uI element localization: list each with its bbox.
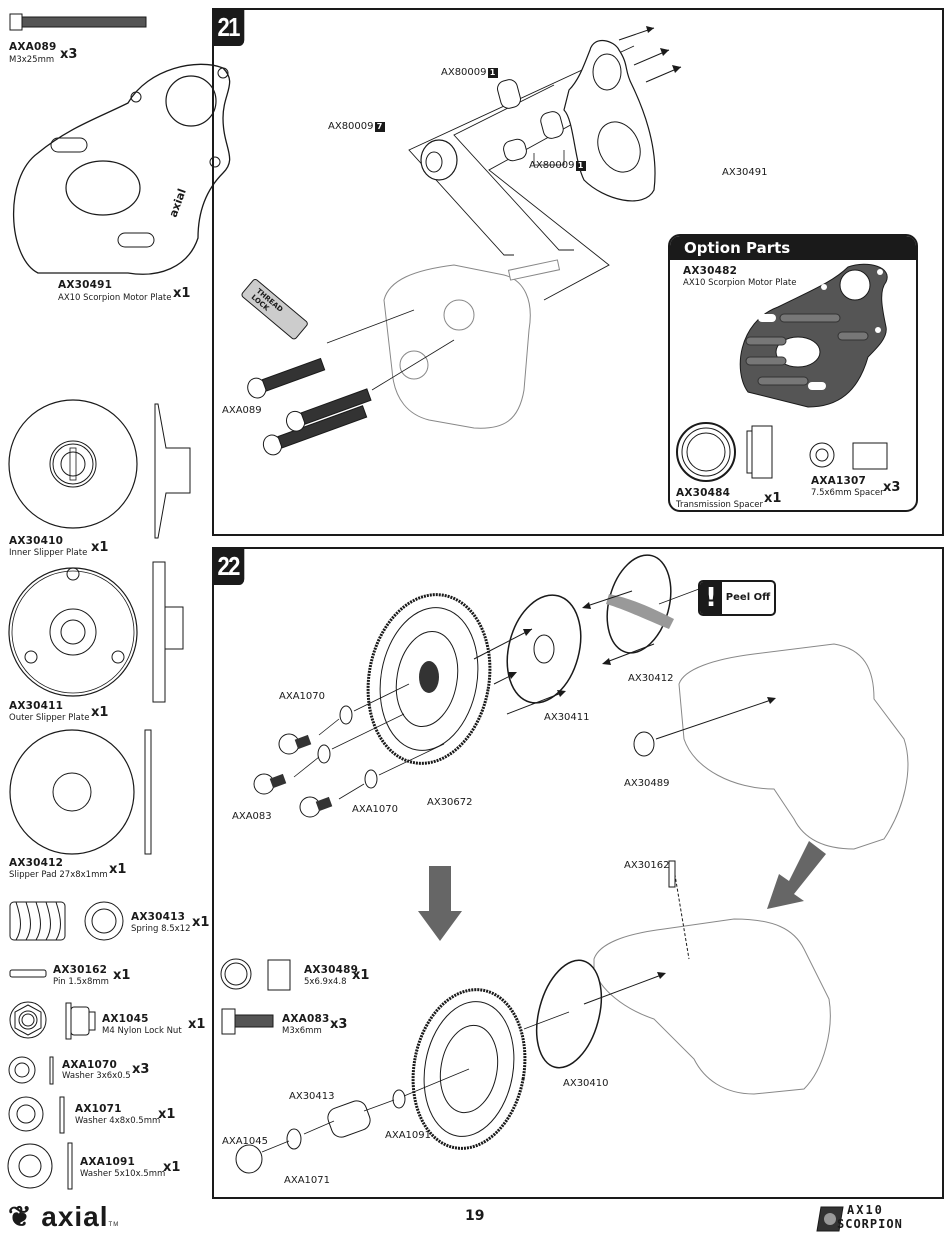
part-number: AX30162 bbox=[53, 964, 108, 976]
callout-inner-slipper-plate: AX30410 bbox=[563, 1078, 609, 1089]
part-qty: x1 bbox=[113, 968, 131, 983]
motor-plate-icon: axial bbox=[12, 63, 231, 275]
part-desc: M4 Nylon Lock Nut bbox=[102, 1026, 182, 1036]
washer-icon bbox=[7, 1142, 73, 1190]
callout-nut: AXA1045 bbox=[222, 1136, 268, 1147]
callout-outer-slipper-plate: AX30411 bbox=[544, 712, 590, 723]
part-number: AXA089 bbox=[9, 41, 57, 53]
part-desc: Outer Slipper Plate bbox=[9, 713, 90, 723]
ax10-scorpion-logo: AX10 SCORPION bbox=[815, 1203, 943, 1235]
callout-motor-plate: AX30491 bbox=[722, 167, 768, 178]
option-part-number: AXA1307 bbox=[811, 475, 866, 487]
washer-icon bbox=[8, 1056, 54, 1085]
alloy-motor-plate-icon bbox=[739, 263, 888, 408]
callout-spacer: AX30489 bbox=[624, 778, 670, 789]
part-qty: x1 bbox=[173, 286, 191, 301]
lock-nut-icon bbox=[9, 1001, 96, 1040]
part-qty: x1 bbox=[188, 1017, 206, 1032]
cap-screw-long-icon bbox=[9, 13, 147, 31]
spring-icon bbox=[9, 901, 124, 941]
callout-pin: AX30162 bbox=[624, 860, 670, 871]
part-number: AXA1091 bbox=[80, 1156, 135, 1168]
part-number: AXA083 bbox=[282, 1013, 330, 1025]
part-qty: x3 bbox=[60, 47, 78, 62]
part-qty: x1 bbox=[192, 915, 210, 930]
step-number: 21 bbox=[212, 8, 245, 46]
outer-slipper-plate-icon bbox=[8, 561, 184, 703]
part-number: AX30413 bbox=[131, 911, 186, 923]
part-desc: AX10 Scorpion Motor Plate bbox=[58, 293, 172, 303]
callout-washer: AXA1071 bbox=[284, 1175, 330, 1186]
callout-screws: AXA083 bbox=[232, 811, 272, 822]
option-part-number: AX30484 bbox=[676, 487, 731, 499]
peel-off-notice: ! Peel Off bbox=[698, 580, 776, 616]
part-desc: Washer 5x10x.5mm bbox=[80, 1169, 166, 1179]
slipper-pad-icon bbox=[9, 729, 152, 855]
axial-logo: ❦ axialTM bbox=[8, 1201, 120, 1232]
step-21-panel: 21 bbox=[212, 8, 944, 536]
part-desc: Spring 8.5x12 bbox=[131, 924, 191, 934]
callout-washer: AXA1070 bbox=[279, 691, 325, 702]
part-desc: Slipper Pad 27x8x1mm bbox=[9, 870, 108, 880]
washer-icon bbox=[8, 1096, 65, 1134]
option-part-qty: x3 bbox=[883, 480, 901, 495]
spacer-icon bbox=[220, 958, 291, 991]
part-number: AX30489 bbox=[304, 964, 359, 976]
part-desc: Washer 4x8x0.5mm bbox=[75, 1116, 161, 1126]
part-number: AX30491 bbox=[58, 279, 113, 291]
peel-off-label: Peel Off bbox=[725, 592, 771, 603]
part-desc: Pin 1.5x8mm bbox=[53, 977, 109, 987]
callout-spur-gear: AX30672 bbox=[427, 797, 473, 808]
part-qty: x1 bbox=[158, 1107, 176, 1122]
option-part-qty: x1 bbox=[764, 491, 782, 506]
part-number: AXA1070 bbox=[62, 1059, 117, 1071]
part-qty: x1 bbox=[91, 540, 109, 555]
option-part-desc: 7.5x6mm Spacer bbox=[811, 488, 884, 498]
part-number: AX30410 bbox=[9, 535, 64, 547]
part-number: AX30411 bbox=[9, 700, 64, 712]
spacer-7-5x6-icon bbox=[809, 442, 888, 470]
transmission-spacer-icon bbox=[676, 422, 773, 482]
step-number: 22 bbox=[212, 547, 245, 585]
part-number: AX1071 bbox=[75, 1103, 122, 1115]
part-qty: x1 bbox=[109, 862, 127, 877]
exclamation-icon: ! bbox=[700, 582, 722, 614]
callout-spring: AX30413 bbox=[289, 1091, 335, 1102]
part-desc: 5x6.9x4.8 bbox=[304, 977, 347, 987]
page-number: 19 bbox=[465, 1208, 485, 1224]
part-qty: x3 bbox=[132, 1062, 150, 1077]
callout-washer: AXA1091 bbox=[385, 1130, 431, 1141]
option-part-desc: Transmission Spacer bbox=[676, 500, 764, 510]
callout-slipper-pad: AX30412 bbox=[628, 673, 674, 684]
step22-exploded-diagram bbox=[235, 554, 909, 1174]
callout-washer: AXA1070 bbox=[352, 804, 398, 815]
part-desc: M3x6mm bbox=[282, 1026, 322, 1036]
part-qty: x1 bbox=[91, 705, 109, 720]
step-22-panel: 22 bbox=[212, 547, 944, 1199]
axial-logo-mark-icon: ❦ bbox=[8, 1201, 33, 1232]
option-part-desc: AX10 Scorpion Motor Plate bbox=[683, 278, 797, 288]
part-desc: Washer 3x6x0.5 bbox=[62, 1071, 131, 1081]
inner-slipper-plate-icon bbox=[8, 399, 191, 539]
part-qty: x3 bbox=[330, 1017, 348, 1032]
part-number: AX30412 bbox=[9, 857, 64, 869]
step21-exploded-diagram bbox=[241, 26, 682, 456]
part-number: AX1045 bbox=[102, 1013, 149, 1025]
pin-icon bbox=[9, 969, 47, 978]
scorpion-icon bbox=[816, 1206, 844, 1232]
callout-screws: AXA089 bbox=[222, 405, 262, 416]
cap-screw-short-icon bbox=[221, 1008, 274, 1035]
part-qty: x1 bbox=[352, 968, 370, 983]
part-desc: M3x25mm bbox=[9, 55, 55, 65]
part-desc: Inner Slipper Plate bbox=[9, 548, 88, 558]
part-qty: x1 bbox=[163, 1160, 181, 1175]
option-parts-title: Option Parts bbox=[670, 236, 916, 260]
option-part-number: AX30482 bbox=[683, 265, 738, 277]
